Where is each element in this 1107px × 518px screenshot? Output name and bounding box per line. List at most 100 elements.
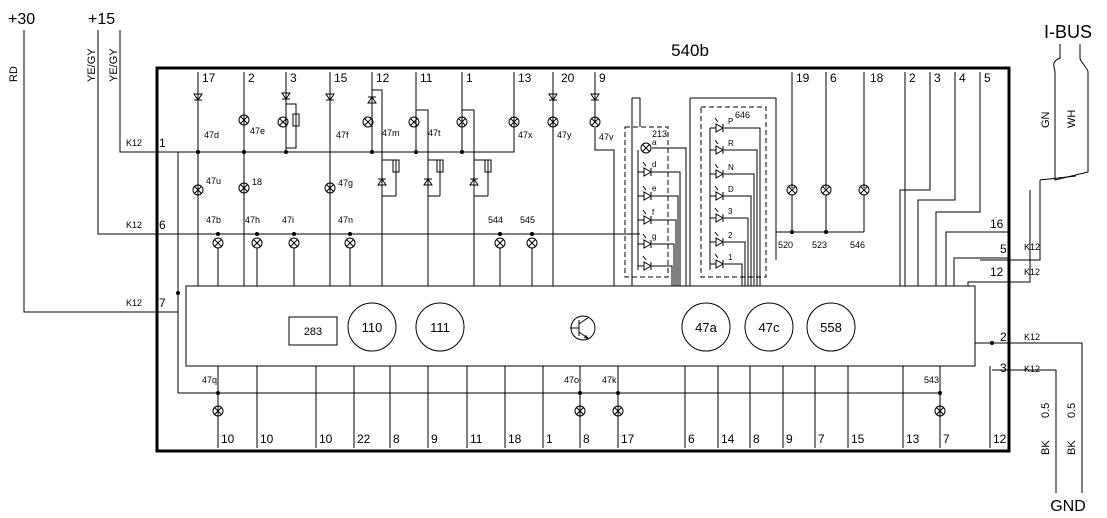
gear-label-213: 213 [652,129,667,139]
lamp-icon-47v [589,116,601,128]
lamp-icon-544 [494,237,506,249]
led-icon-R3 [714,185,725,201]
lamp-icon-47i [288,237,300,249]
bottom-pin-label: 9 [786,432,793,446]
supply-plus15-label: +15 [88,11,115,28]
junction-dot [616,391,620,395]
lamp-label-543: 543 [924,375,939,385]
lamp-label-47y: 47y [557,130,572,140]
resistor-icon-pin3 [292,113,300,127]
bottom-pin-label: 12 [993,432,1007,446]
component-47a-label: 47a [695,320,717,335]
top-pin-label: 4 [959,71,966,85]
bottom-pin-label: 22 [357,432,371,446]
gear-display-left [624,126,669,278]
k12-pin7: K12 [126,298,142,308]
component-110 [347,302,397,352]
diode-icon-pin1b [469,178,479,186]
junction-dot [196,150,200,154]
bottom-pin-label: 11 [470,432,483,446]
bottom-pin-label: 14 [721,432,735,446]
lamp-icon-47o [574,405,586,417]
gear-label-2: 2 [728,231,733,240]
ground-wire-bk-2: BK [1066,440,1078,455]
lamp-icon-18 [238,182,250,194]
lamp-icon-523 [820,184,832,196]
led-icon-L3 [642,233,653,249]
resistor-icon-pin12 [392,159,400,173]
gear-label-1: 1 [728,253,733,262]
ground-size-2: 0.5 [1066,403,1078,418]
lamp-icon-47m [362,116,374,128]
led-icon-R5 [714,231,725,247]
lamp-icon-47q [212,405,224,417]
lamp-label-47k: 47k [602,375,617,385]
lamp-icon-545 [526,237,538,249]
component-111 [415,302,465,352]
diode-icon-pin9 [590,93,600,101]
lamp-label-546: 546 [850,240,865,250]
led-icon-R2 [714,163,725,179]
gear-display-right [700,106,767,278]
lamp-icon-47e [238,114,250,126]
diode-icon-pin3 [281,92,291,100]
pin-2-label: 2 [1000,330,1007,344]
pin-16-label: 16 [990,217,1004,231]
pin-5-label: 5 [1000,242,1007,256]
bottom-pin-label: 8 [753,432,760,446]
pin-3-label: 3 [1000,361,1007,375]
top-pin-label: 2 [909,71,916,85]
junction-dot [292,232,296,236]
junction-dot [414,150,418,154]
resistor-icon-pin11 [436,159,444,173]
lamp-icon-47u [192,184,204,196]
top-pin-label: 12 [376,71,390,85]
gear-label-g: g [652,232,656,241]
junction-dot [370,150,374,154]
pin-7-label: 7 [159,296,166,310]
component-47a [681,302,731,352]
diode-icon-pin12b [377,178,387,186]
junction-dot [498,232,502,236]
supply-plus30-label: +30 [8,11,35,28]
junction-dot [938,391,942,395]
led-icon-L2 [642,209,653,225]
top-pin-label: 15 [334,71,348,85]
ibus-label: I-BUS [1044,22,1092,42]
pin-6-label: 6 [159,218,166,232]
lamp-label-47u: 47u [206,176,221,186]
ibus-wire-gn: GN [1040,111,1052,128]
junction-dot [790,230,794,234]
bottom-pin-label: 17 [621,432,635,446]
ground-size-1: 0.5 [1040,403,1052,418]
top-pin-label: 9 [599,71,606,85]
gear-label-a: a [652,138,657,147]
bottom-pin-label: 15 [851,432,865,446]
bottom-pin-label: 8 [393,432,400,446]
k12-pin12: K12 [1024,267,1040,277]
module-frame [155,66,1011,453]
gear-label-f: f [652,208,655,217]
lamp-icon-47g [324,182,336,194]
top-pin-label: 2 [248,71,255,85]
lamp-label-47e: 47e [250,126,265,136]
lamp-icon-47y [547,116,559,128]
diode-icon-pin20 [548,93,558,101]
component-558-label: 558 [820,320,842,335]
bottom-pin-label: 10 [260,432,274,446]
lamp-icon-520 [786,184,798,196]
wire-color-yegy-1: YE/GY [86,48,98,82]
lamp-label-520: 520 [778,240,793,250]
top-pin-label: 3 [290,71,297,85]
bottom-pin-label: 18 [508,432,522,446]
lamp-icon-pin1 [456,116,468,128]
top-pin-label: 19 [796,71,810,85]
top-pin-label: 13 [518,71,532,85]
junction-dots [176,150,994,395]
component-110-label: 110 [362,320,383,335]
lamp-label-47t: 47t [428,128,441,138]
gear-label-646: 646 [735,110,750,120]
lamp-label-18: 18 [252,177,262,187]
internal-buses [160,151,940,394]
lamp-icon-47h [251,237,263,249]
